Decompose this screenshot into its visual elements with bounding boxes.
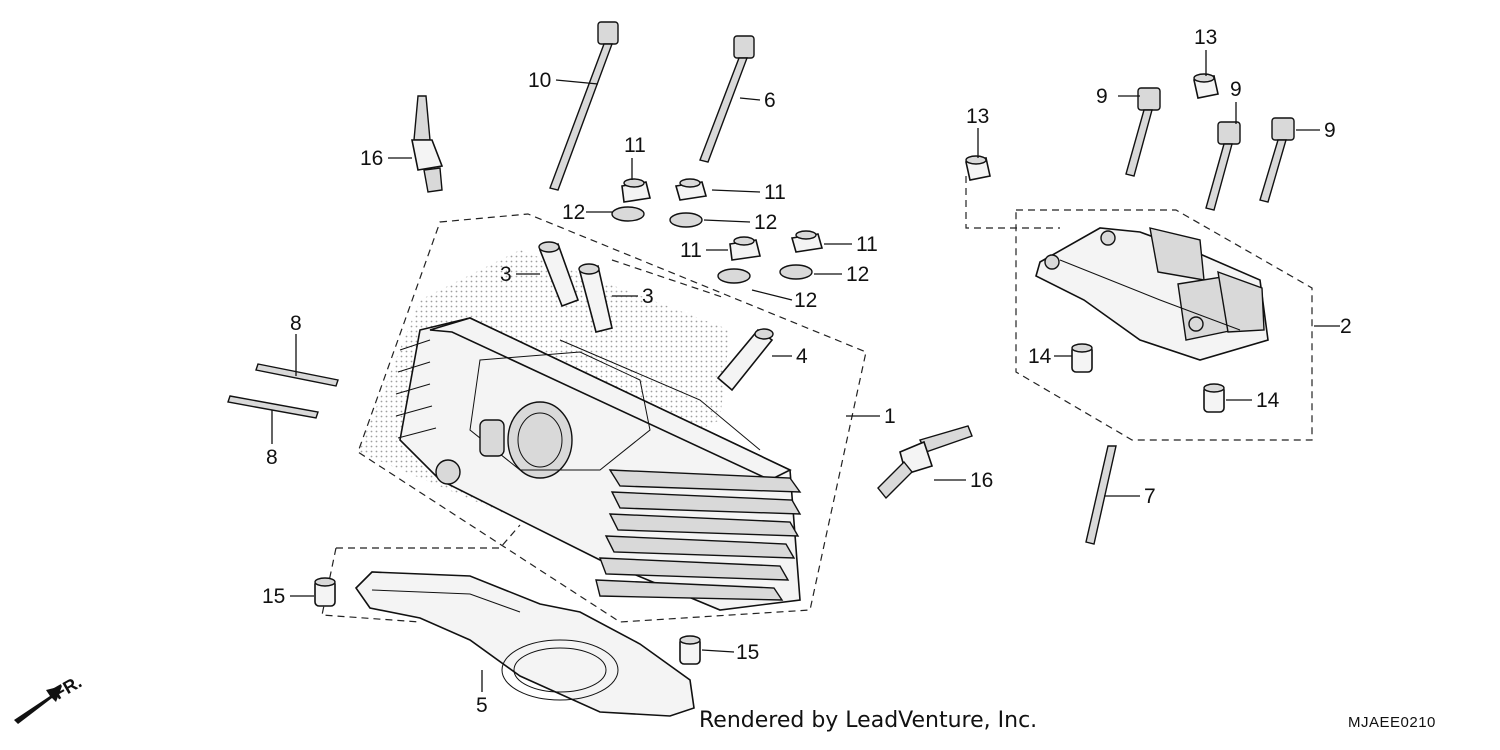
label-16-right: 16 bbox=[970, 469, 993, 492]
front-direction-arrow: FR. bbox=[14, 672, 85, 724]
washer-12b bbox=[669, 212, 703, 228]
label-12-a: 12 bbox=[562, 201, 585, 224]
cap-nut-11d bbox=[790, 230, 824, 253]
label-13-a: 13 bbox=[1194, 26, 1217, 49]
label-6: 6 bbox=[764, 89, 776, 112]
label-14-b: 14 bbox=[1256, 389, 1280, 412]
dowel-pin-14b bbox=[1203, 383, 1225, 413]
head-gasket bbox=[354, 571, 695, 717]
callout-leaders bbox=[271, 50, 1340, 692]
gasket-group-outline bbox=[321, 524, 521, 623]
label-4: 4 bbox=[796, 345, 808, 368]
label-7: 7 bbox=[1144, 485, 1156, 508]
label-13-b: 13 bbox=[966, 105, 989, 128]
label-11-a: 11 bbox=[624, 134, 646, 157]
stud-bolt-upper bbox=[255, 363, 339, 387]
valve-guide-4 bbox=[716, 328, 774, 392]
label-3-b: 3 bbox=[642, 285, 654, 308]
flange-bolt-9a bbox=[1125, 87, 1161, 177]
cap-nut-11c bbox=[729, 236, 761, 261]
label-15-left: 15 bbox=[262, 585, 285, 608]
flange-bolt-9c bbox=[1259, 117, 1295, 203]
label-9-b: 9 bbox=[1230, 78, 1242, 101]
flange-nut-13a bbox=[1193, 73, 1219, 99]
label-14-a: 14 bbox=[1028, 345, 1052, 368]
flange-bolt-9b bbox=[1205, 121, 1241, 211]
flange-nut-13b bbox=[965, 155, 991, 181]
label-2: 2 bbox=[1340, 315, 1352, 338]
rocker-holder-group-outline bbox=[1015, 209, 1313, 441]
label-8-upper: 8 bbox=[290, 312, 302, 335]
cylinder-head-group-outline bbox=[357, 213, 867, 623]
cap-nut-11b bbox=[674, 178, 708, 201]
label-9-a: 9 bbox=[1096, 85, 1108, 108]
label-12-c: 12 bbox=[846, 263, 869, 286]
label-11-b: 11 bbox=[764, 181, 786, 204]
spark-plug-right bbox=[877, 425, 973, 500]
rendered-by-credit: Rendered by LeadVenture, Inc. bbox=[699, 708, 1038, 733]
label-11-c: 11 bbox=[680, 239, 702, 262]
part-labels: 10 6 16 11 11 12 12 11 11 12 12 3 3 4 1 … bbox=[262, 26, 1352, 717]
label-16-upper: 16 bbox=[360, 147, 383, 170]
label-5: 5 bbox=[476, 694, 488, 717]
stud-bolt-7 bbox=[1085, 445, 1117, 545]
dowel-pin-right bbox=[679, 635, 701, 665]
rocker-arm-holder bbox=[1035, 227, 1269, 361]
label-3-a: 3 bbox=[500, 263, 512, 286]
cooling-fins bbox=[395, 339, 802, 601]
label-15-right: 15 bbox=[736, 641, 759, 664]
cylinder-head bbox=[358, 250, 802, 611]
label-12-d: 12 bbox=[794, 289, 817, 312]
label-8-lower: 8 bbox=[266, 446, 278, 469]
washer-12d bbox=[779, 264, 813, 280]
stud-bolt-6 bbox=[699, 35, 755, 163]
label-12-b: 12 bbox=[754, 211, 777, 234]
dowel-pin-14a bbox=[1071, 343, 1093, 373]
flange-bolt-10 bbox=[549, 21, 619, 191]
label-9-c: 9 bbox=[1324, 119, 1336, 142]
label-11-d: 11 bbox=[856, 233, 878, 256]
spark-plug-upper bbox=[411, 95, 444, 193]
washer-12a bbox=[611, 206, 645, 222]
washer-12c bbox=[717, 268, 751, 284]
cap-nut-11a bbox=[621, 178, 651, 203]
label-10: 10 bbox=[528, 69, 551, 92]
diagram-code: MJAEE0210 bbox=[1348, 714, 1436, 731]
label-1: 1 bbox=[884, 405, 896, 428]
dowel-pin-left bbox=[314, 577, 336, 607]
valve-guide-3b bbox=[578, 263, 613, 333]
fin-leader-lines bbox=[611, 176, 1060, 299]
valve-guide-3a bbox=[538, 241, 580, 308]
stud-bolt-lower bbox=[227, 395, 319, 419]
